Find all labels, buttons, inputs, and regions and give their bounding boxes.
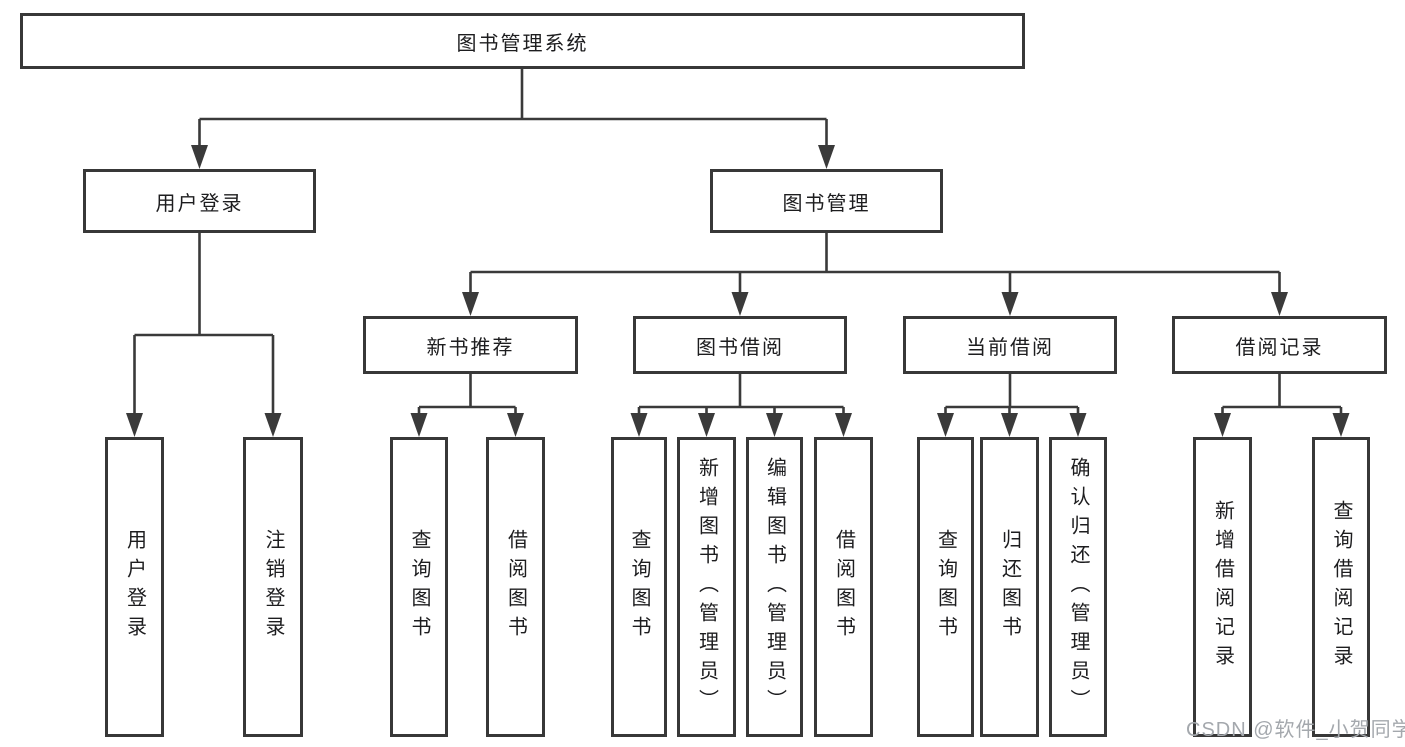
connector-records-children: [1221, 374, 1343, 416]
leaf-current-return-books: 归还图书: [980, 437, 1039, 737]
node-root: 图书管理系统: [20, 13, 1025, 69]
node-book-borrowing: 图书借阅: [633, 316, 847, 374]
arrow-icon: [835, 413, 852, 437]
leaf-current-query-books: 查询图书: [917, 437, 974, 737]
connector-book-management-children: [469, 233, 1281, 295]
connector-recommendation-children: [417, 374, 517, 416]
node-borrowing-records: 借阅记录: [1172, 316, 1387, 374]
arrow-icon: [1271, 292, 1288, 316]
arrow-icon: [937, 413, 954, 437]
node-book-management: 图书管理: [710, 169, 943, 233]
connector-borrowing-children: [637, 374, 845, 416]
leaf-user-login: 用户登录: [105, 437, 164, 737]
leaf-recommend-query-books: 查询图书: [390, 437, 448, 737]
leaf-borrowing-query-books: 查询图书: [611, 437, 667, 737]
leaf-borrowing-add-books-admin: 新增图书（管理员）: [677, 437, 736, 737]
arrow-icon: [462, 292, 479, 316]
arrow-icon: [1069, 413, 1087, 437]
arrow-icon: [1001, 292, 1019, 316]
arrow-icon: [1001, 413, 1018, 437]
connector-user-login-children: [133, 233, 275, 416]
arrow-icon: [698, 413, 715, 437]
arrow-icon: [731, 292, 749, 316]
arrow-icon: [264, 413, 282, 437]
connector-current-children: [944, 374, 1080, 416]
leaf-records-query-record: 查询借阅记录: [1312, 437, 1370, 737]
node-new-book-recommendation: 新书推荐: [363, 316, 578, 374]
leaf-borrowing-borrow-books: 借阅图书: [814, 437, 873, 737]
arrow-icon: [410, 413, 428, 437]
leaf-logout: 注销登录: [243, 437, 303, 737]
arrow-icon: [1332, 413, 1350, 437]
arrow-icon: [126, 413, 143, 437]
arrow-icon: [507, 413, 524, 437]
node-current-borrowing: 当前借阅: [903, 316, 1117, 374]
leaf-current-confirm-return-admin: 确认归还（管理员）: [1049, 437, 1107, 737]
arrowheads: [126, 145, 1350, 437]
csdn-watermark: CSDN @软件_小贺同学: [1186, 719, 1405, 741]
arrow-icon: [630, 413, 648, 437]
arrow-icon: [1214, 413, 1231, 437]
connector-root-to-level2: [198, 69, 828, 148]
arrow-icon: [191, 145, 208, 169]
leaf-borrowing-edit-books-admin: 编辑图书（管理员）: [746, 437, 803, 737]
arrow-icon: [766, 413, 783, 437]
leaf-records-add-record: 新增借阅记录: [1193, 437, 1252, 737]
node-user-login: 用户登录: [83, 169, 316, 233]
arrow-icon: [818, 145, 835, 169]
leaf-recommend-borrow-books: 借阅图书: [486, 437, 545, 737]
